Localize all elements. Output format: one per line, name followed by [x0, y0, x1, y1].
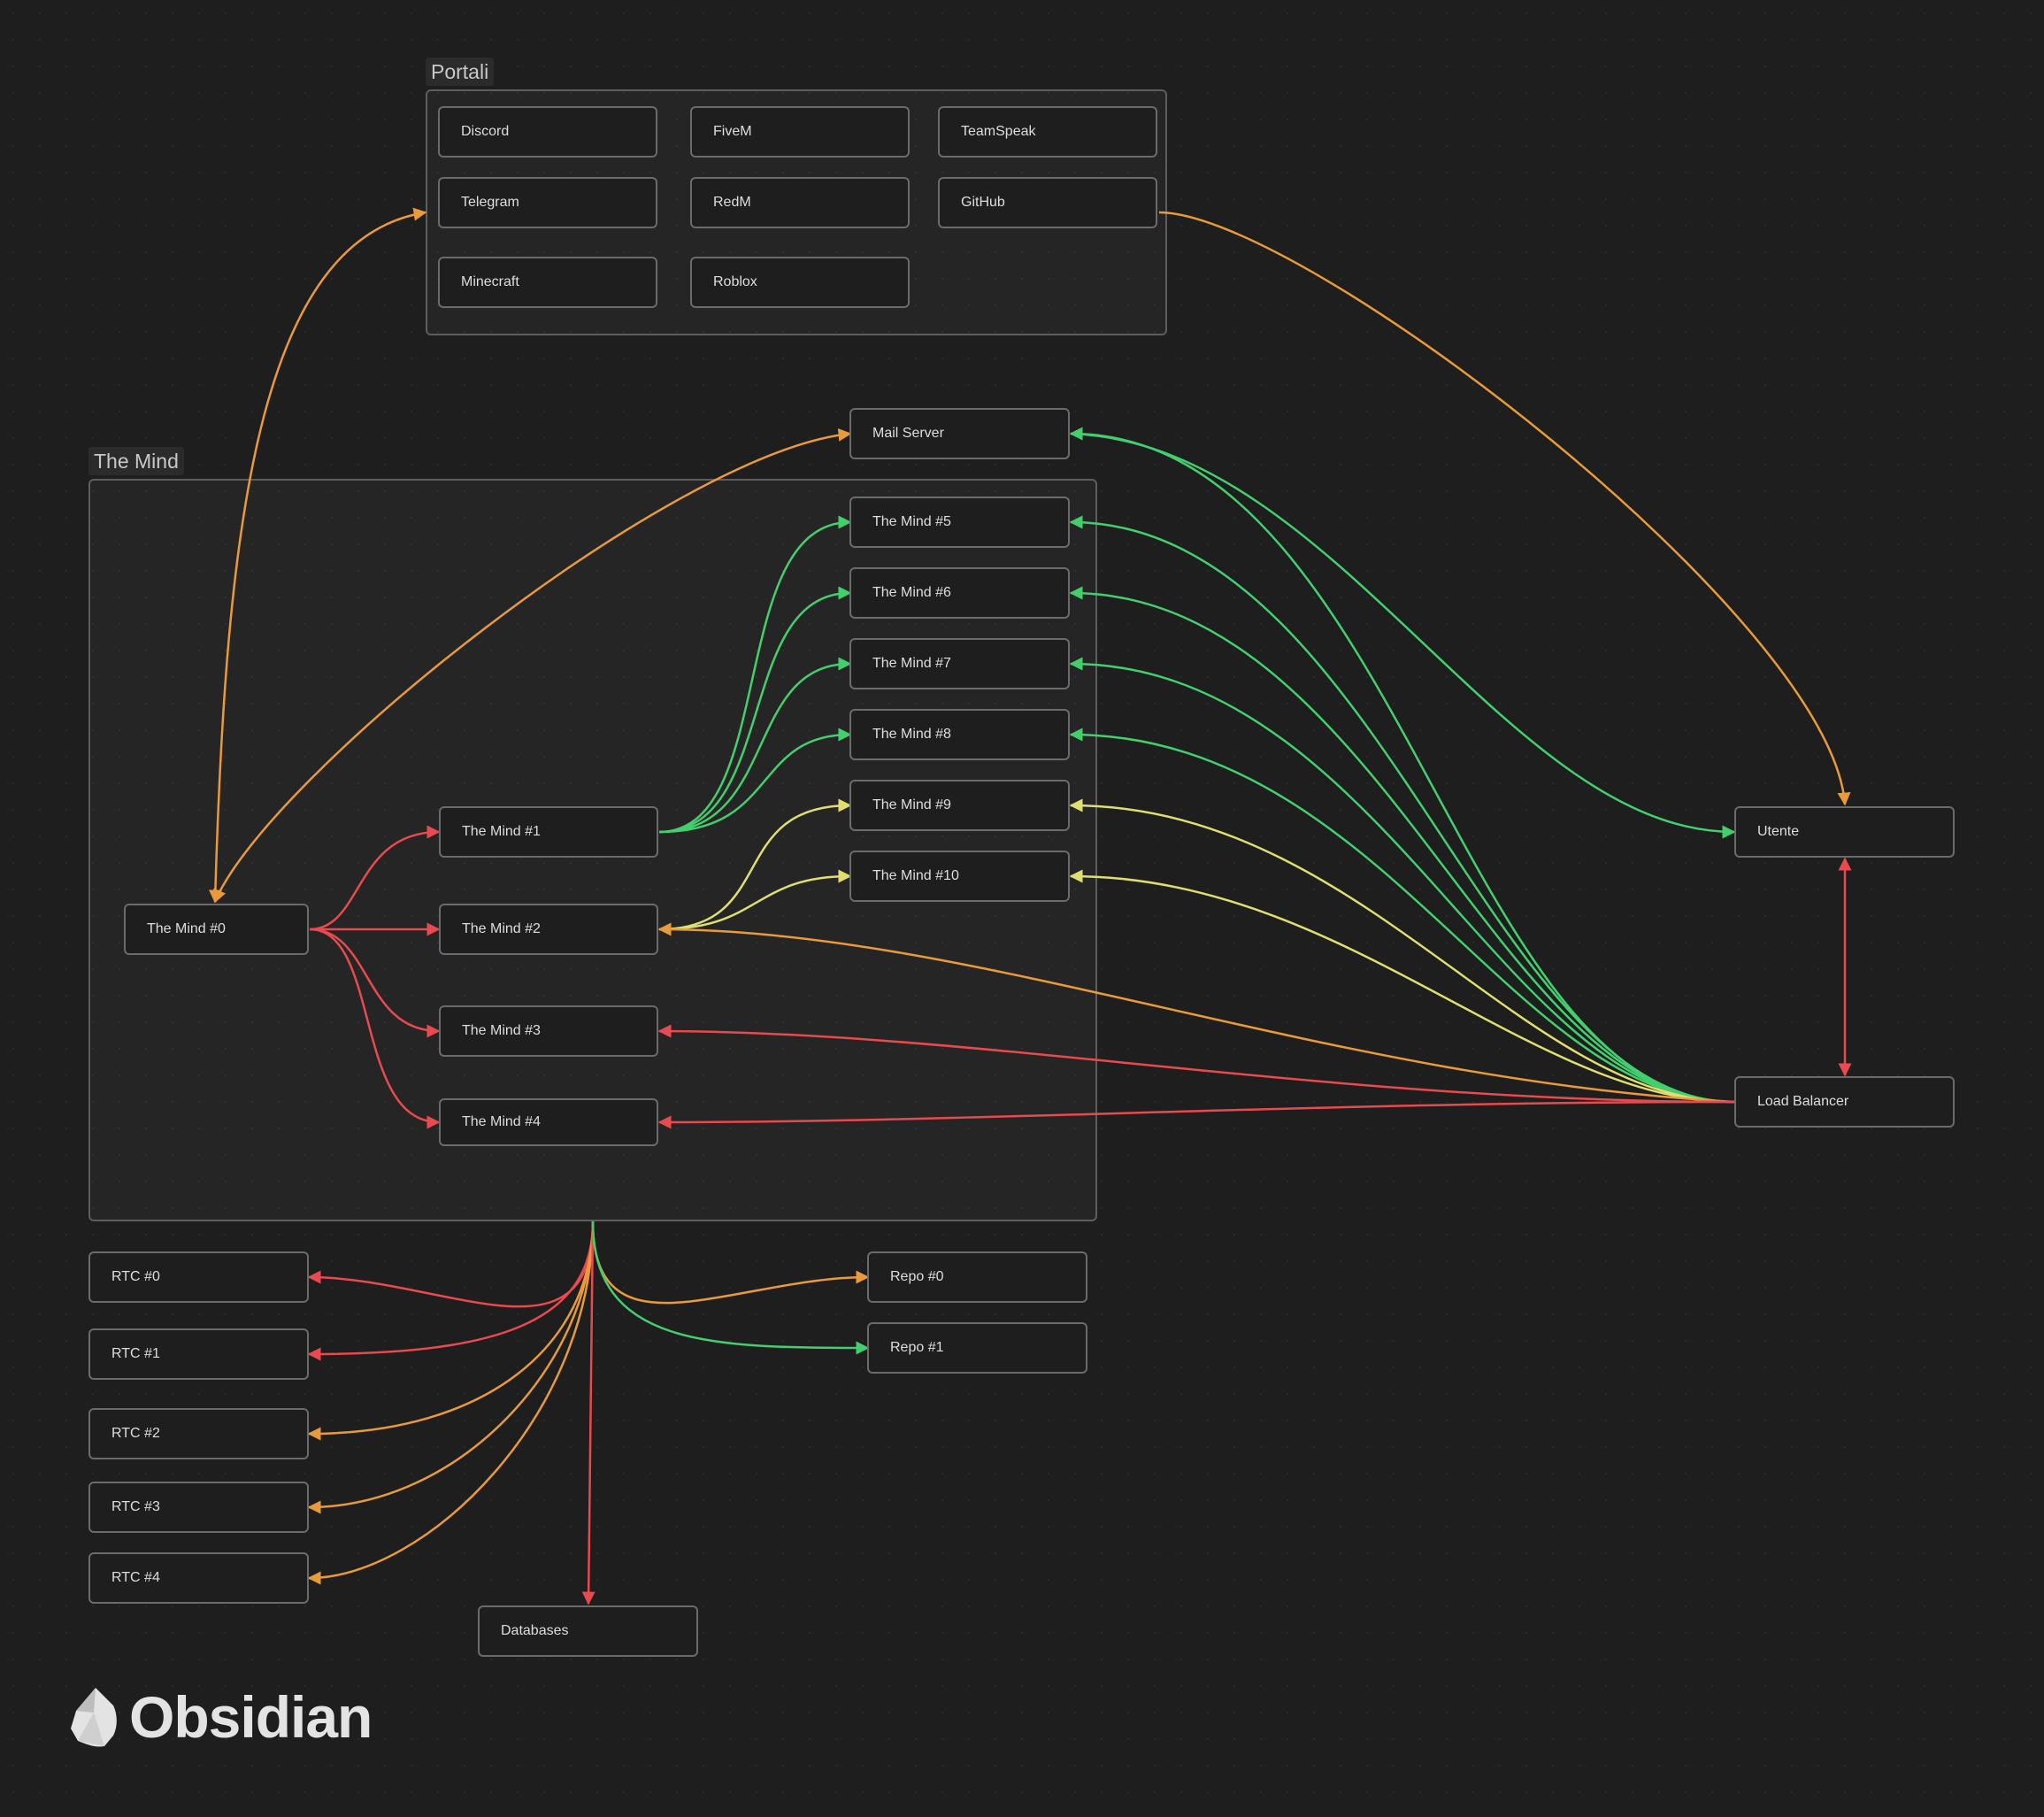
node-the-mind-6[interactable]: The Mind #6 — [849, 567, 1070, 619]
node-databases[interactable]: Databases — [478, 1605, 698, 1657]
edge-lb-mind3 — [657, 1024, 1735, 1104]
node-rtc-3[interactable]: RTC #3 — [88, 1482, 309, 1533]
node-rtc-4[interactable]: RTC #4 — [88, 1552, 309, 1604]
edge-group-rtc2 — [307, 1220, 595, 1441]
edge-lb-mind2 — [657, 922, 1735, 1104]
node-minecraft[interactable]: Minecraft — [438, 257, 657, 308]
node-github[interactable]: GitHub — [938, 177, 1157, 228]
node-repo-0[interactable]: Repo #0 — [867, 1251, 1087, 1303]
edge-group-databases — [581, 1220, 596, 1605]
node-the-mind-2[interactable]: The Mind #2 — [439, 904, 658, 955]
edge-group-rtc0 — [307, 1220, 595, 1308]
node-discord[interactable]: Discord — [438, 106, 657, 158]
edge-mind2-mind9 — [658, 798, 852, 931]
node-the-mind-8[interactable]: The Mind #8 — [849, 709, 1070, 760]
node-the-mind-9[interactable]: The Mind #9 — [849, 780, 1070, 831]
node-rtc-1[interactable]: RTC #1 — [88, 1328, 309, 1380]
edge-lb-mind10 — [1069, 869, 1735, 1104]
node-rtc-2[interactable]: RTC #2 — [88, 1408, 309, 1459]
edge-mind0-mind4 — [309, 928, 441, 1129]
node-teamspeak[interactable]: TeamSpeak — [938, 106, 1157, 158]
edge-group-rtc4 — [307, 1220, 595, 1585]
node-telegram[interactable]: Telegram — [438, 177, 657, 228]
edge-mind0-mind1 — [309, 825, 441, 931]
node-the-mind-5[interactable]: The Mind #5 — [849, 497, 1070, 548]
node-fivem[interactable]: FiveM — [690, 106, 910, 158]
edge-mind1-mind6 — [658, 586, 852, 834]
node-mail-server[interactable]: Mail Server — [849, 408, 1070, 459]
logo-text: Obsidian — [129, 1684, 373, 1750]
node-repo-1[interactable]: Repo #1 — [867, 1322, 1087, 1374]
edge-lb-mind5 — [1069, 515, 1735, 1104]
edge-mind2-mind10 — [658, 869, 852, 931]
edge-lb-mind8 — [1069, 728, 1735, 1104]
edge-lb-mind7 — [1069, 657, 1735, 1104]
node-the-mind-4[interactable]: The Mind #4 — [439, 1098, 658, 1146]
obsidian-logo: Obsidian — [69, 1683, 373, 1751]
node-utente[interactable]: Utente — [1734, 806, 1955, 858]
edge-mind1-mind8 — [658, 728, 852, 834]
edge-mind1-mind7 — [658, 657, 852, 834]
edge-group-repo0 — [591, 1220, 870, 1305]
edge-lb-mind9 — [1069, 798, 1735, 1104]
obsidian-gem-icon — [71, 1688, 117, 1747]
edge-lb-mind4 — [657, 1100, 1735, 1129]
node-load-balancer[interactable]: Load Balancer — [1734, 1076, 1955, 1128]
edge-github-utente — [1158, 211, 1851, 806]
node-the-mind-0[interactable]: The Mind #0 — [124, 904, 309, 955]
edge-mind1-mind5 — [658, 515, 852, 834]
edge-mind0-mail — [213, 427, 852, 904]
group-the-mind-label: The Mind — [88, 447, 184, 475]
edge-mind0-mind3 — [309, 928, 441, 1038]
group-portali-label: Portali — [426, 58, 495, 86]
edge-group-rtc1 — [307, 1220, 595, 1361]
node-rtc-0[interactable]: RTC #0 — [88, 1251, 309, 1303]
edge-lb-mail — [1069, 427, 1735, 1104]
node-the-mind-10[interactable]: The Mind #10 — [849, 851, 1070, 902]
edge-group-repo1 — [591, 1220, 870, 1355]
node-the-mind-3[interactable]: The Mind #3 — [439, 1005, 658, 1057]
edge-mind0-portali — [208, 207, 427, 904]
node-roblox[interactable]: Roblox — [690, 257, 910, 308]
node-redm[interactable]: RedM — [690, 177, 910, 228]
edge-lb-mind6 — [1069, 586, 1735, 1104]
node-the-mind-1[interactable]: The Mind #1 — [439, 806, 658, 858]
node-the-mind-7[interactable]: The Mind #7 — [849, 638, 1070, 689]
edge-mail-utente — [1070, 432, 1736, 839]
edge-group-rtc3 — [307, 1220, 595, 1514]
